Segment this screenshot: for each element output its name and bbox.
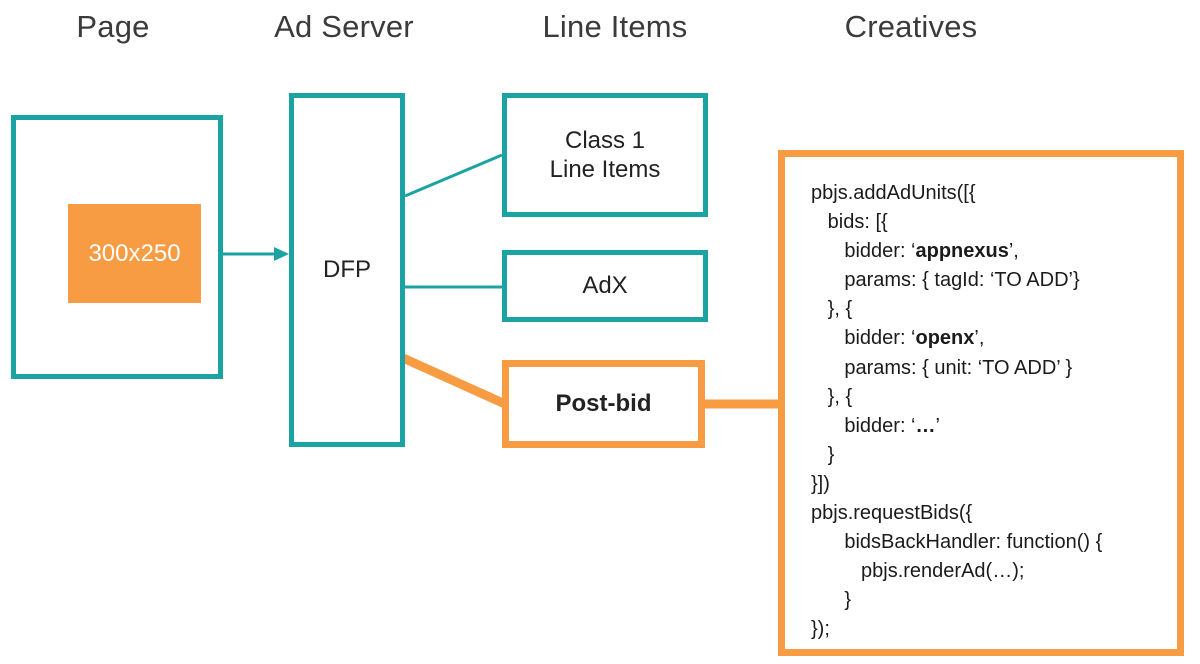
post-bid-box[interactable]: Post-bid: [502, 360, 705, 448]
class1-line-items-box[interactable]: Class 1 Line Items: [502, 93, 708, 217]
code-line: pbjs.renderAd(…);: [861, 560, 1025, 583]
code-line: pbjs.addAdUnits([{: [811, 182, 976, 204]
adx-box[interactable]: AdX: [502, 250, 708, 322]
code-line: bids: [{: [827, 211, 888, 234]
column-heading-line-items: Line Items: [542, 9, 688, 44]
dfp-box[interactable]: DFP: [289, 93, 405, 447]
column-heading-ad-server: Ad Server: [274, 9, 414, 44]
dfp-label: DFP: [323, 256, 371, 284]
adx-label: AdX: [582, 272, 628, 300]
code-line: bidder: ‘openx’,: [844, 327, 985, 350]
code-line: }, {: [827, 385, 853, 408]
column-heading-creatives: Creatives: [844, 9, 978, 44]
code-line: params: { unit: ‘TO ADD’ }: [844, 356, 1073, 379]
post-bid-label: Post-bid: [555, 390, 652, 418]
code-line: bidder: ‘…’: [844, 414, 940, 437]
code-line: });: [811, 618, 830, 641]
ad-slot-300x250[interactable]: 300x250: [68, 204, 201, 303]
ad-slot-label: 300x250: [88, 239, 181, 267]
code-line: bidder: ‘appnexus’,: [844, 240, 1019, 263]
column-heading-page: Page: [76, 9, 150, 44]
code-line: bidsBackHandler: function() {: [844, 531, 1103, 554]
code-line: pbjs.requestBids({: [811, 502, 973, 525]
creatives-code-panel[interactable]: pbjs.addAdUnits([{ bids: [{ bidder: ‘app…: [778, 150, 1184, 656]
prebid-code-block: pbjs.addAdUnits([{ bids: [{ bidder: ‘app…: [811, 179, 1167, 645]
class1-line-items-label: Class 1 Line Items: [549, 126, 661, 183]
code-line: }]): [811, 472, 830, 495]
code-line: params: { tagId: ‘TO ADD’}: [844, 269, 1080, 292]
code-line: }, {: [827, 298, 853, 321]
code-line: }: [844, 589, 852, 612]
code-line: }: [827, 443, 835, 466]
